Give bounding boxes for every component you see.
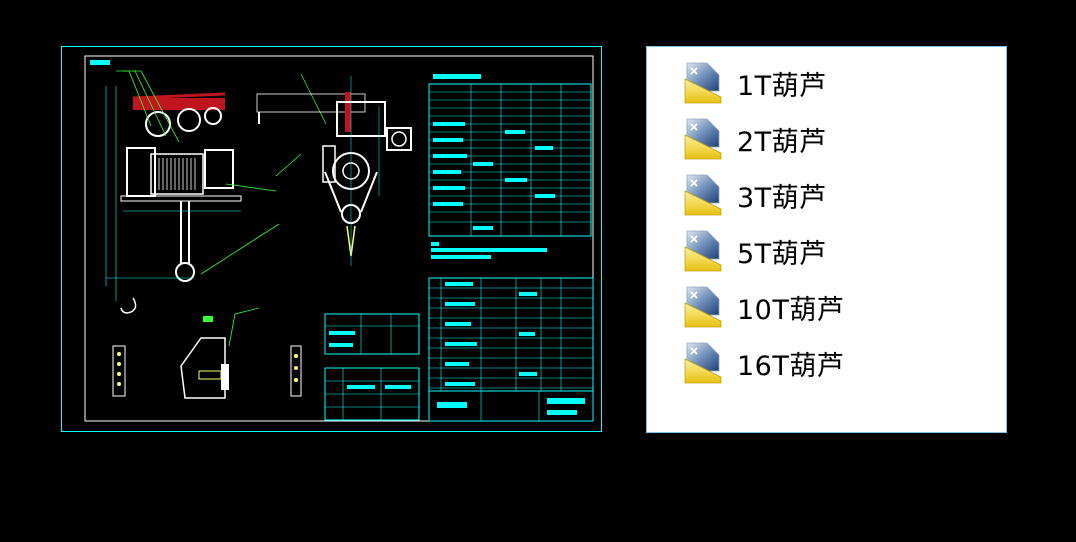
cad-drawing-preview	[61, 46, 602, 432]
file-item-label: 5T葫芦	[737, 238, 827, 270]
file-item-label: 2T葫芦	[737, 126, 827, 158]
file-item-label: 1T葫芦	[737, 70, 827, 102]
cad-file-icon	[684, 230, 722, 272]
cad-file-icon	[684, 342, 722, 384]
file-item-10t[interactable]: 10T葫芦	[683, 285, 983, 329]
file-item-2t[interactable]: 2T葫芦	[683, 117, 983, 161]
drawing-outer-frame	[61, 46, 602, 432]
hoist-side-view	[256, 76, 412, 266]
leader-lines	[116, 70, 327, 347]
file-item-3t[interactable]: 3T葫芦	[683, 173, 983, 217]
cad-file-icon	[684, 118, 722, 160]
file-list-panel: 1T葫芦 2T葫芦 3T葫芦 5T葫芦 10T葫芦	[646, 46, 1007, 433]
detail-views	[112, 316, 302, 399]
file-item-1t[interactable]: 1T葫芦	[683, 61, 983, 105]
drawing-inner-frame	[84, 55, 594, 422]
file-item-label: 16T葫芦	[737, 350, 845, 382]
file-item-5t[interactable]: 5T葫芦	[683, 229, 983, 273]
file-item-16t[interactable]: 16T葫芦	[683, 341, 983, 385]
file-item-label: 10T葫芦	[737, 294, 845, 326]
title-block	[428, 277, 594, 422]
drawing-corner-tag	[90, 60, 110, 65]
hoist-front-view	[105, 86, 242, 314]
cad-file-icon	[684, 174, 722, 216]
rail-beam	[133, 98, 225, 110]
file-item-label: 3T葫芦	[737, 182, 827, 214]
cad-file-icon	[684, 286, 722, 328]
cad-file-icon	[684, 62, 722, 104]
spec-table	[428, 74, 592, 259]
mass-table	[324, 313, 420, 421]
